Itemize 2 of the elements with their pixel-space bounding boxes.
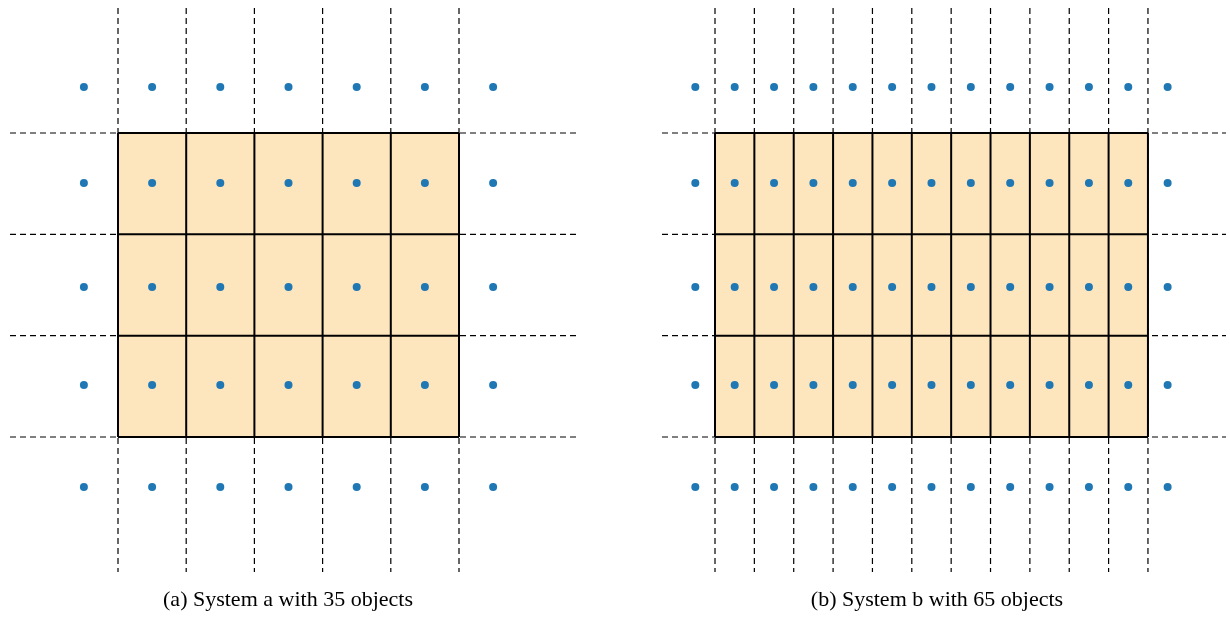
figure-caption: (b) System b with 65 objects: [810, 586, 1064, 612]
figure-caption: (a) System a with 35 objects: [163, 586, 413, 612]
